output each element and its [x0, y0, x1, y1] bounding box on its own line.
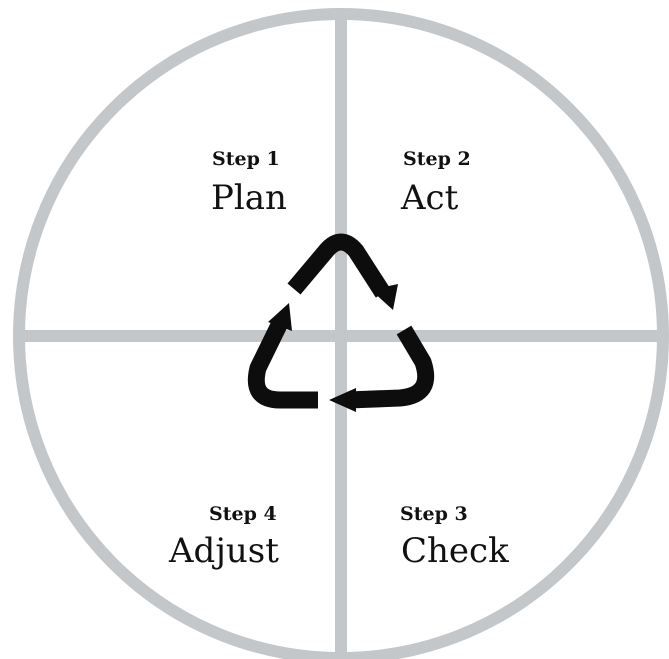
- arrow-top-head: [371, 284, 398, 310]
- arrow-left-path: [247, 319, 318, 409]
- act-step-label: Step 2: [403, 148, 471, 170]
- adjust-step-label: Step 4: [209, 503, 277, 525]
- check-title: Check: [401, 531, 509, 571]
- arrow-left-head: [268, 303, 292, 331]
- plan-step-label: Step 1: [212, 148, 280, 170]
- plan-title: Plan: [211, 178, 287, 218]
- act-title: Act: [401, 178, 459, 218]
- arrow-right-head: [329, 388, 356, 412]
- arrow-top-path: [287, 233, 391, 298]
- arrow-right-path: [347, 325, 435, 409]
- cycle-arrows-icon: [247, 233, 435, 412]
- check-step-label: Step 3: [400, 503, 468, 525]
- adjust-title: Adjust: [169, 531, 279, 571]
